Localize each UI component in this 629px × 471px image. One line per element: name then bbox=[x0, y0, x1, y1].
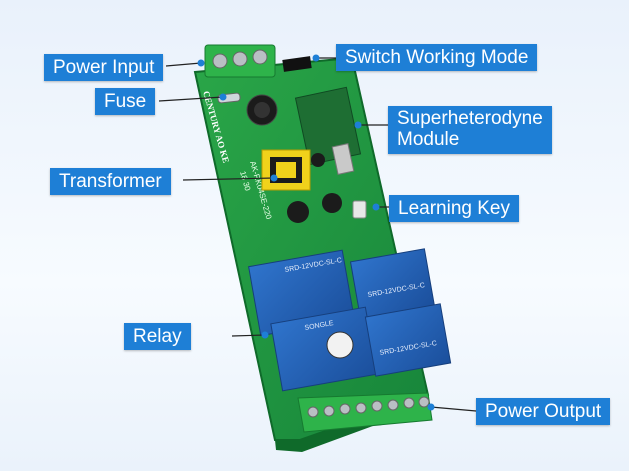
superheterodyne-line1: Superheterodyne bbox=[397, 108, 543, 129]
mode-jumper bbox=[282, 56, 312, 72]
superheterodyne-line2: Module bbox=[397, 128, 460, 150]
learning-key-button bbox=[352, 200, 367, 219]
callout-superheterodyne-module: Superheterodyne Module bbox=[388, 106, 552, 154]
callout-switch-working-mode: Switch Working Mode bbox=[336, 44, 538, 72]
power-input-terminal bbox=[204, 44, 276, 78]
callout-learning-key: Learning Key bbox=[389, 195, 519, 223]
relay-bottom-right: SRD-12VDC-SL-C bbox=[364, 303, 452, 377]
relay-bottom-left: SONGLE bbox=[270, 306, 378, 392]
power-output-terminal bbox=[297, 392, 433, 433]
callout-power-output: Power Output bbox=[476, 398, 611, 426]
transformer-component bbox=[261, 149, 311, 191]
callout-transformer: Transformer bbox=[50, 168, 171, 196]
callout-relay: Relay bbox=[124, 323, 191, 351]
callout-fuse: Fuse bbox=[95, 88, 156, 116]
relay-top-right: SRD-12VDC-SL-C bbox=[349, 248, 436, 320]
callout-power-input: Power Input bbox=[44, 54, 164, 82]
leader-lines bbox=[158, 54, 477, 412]
